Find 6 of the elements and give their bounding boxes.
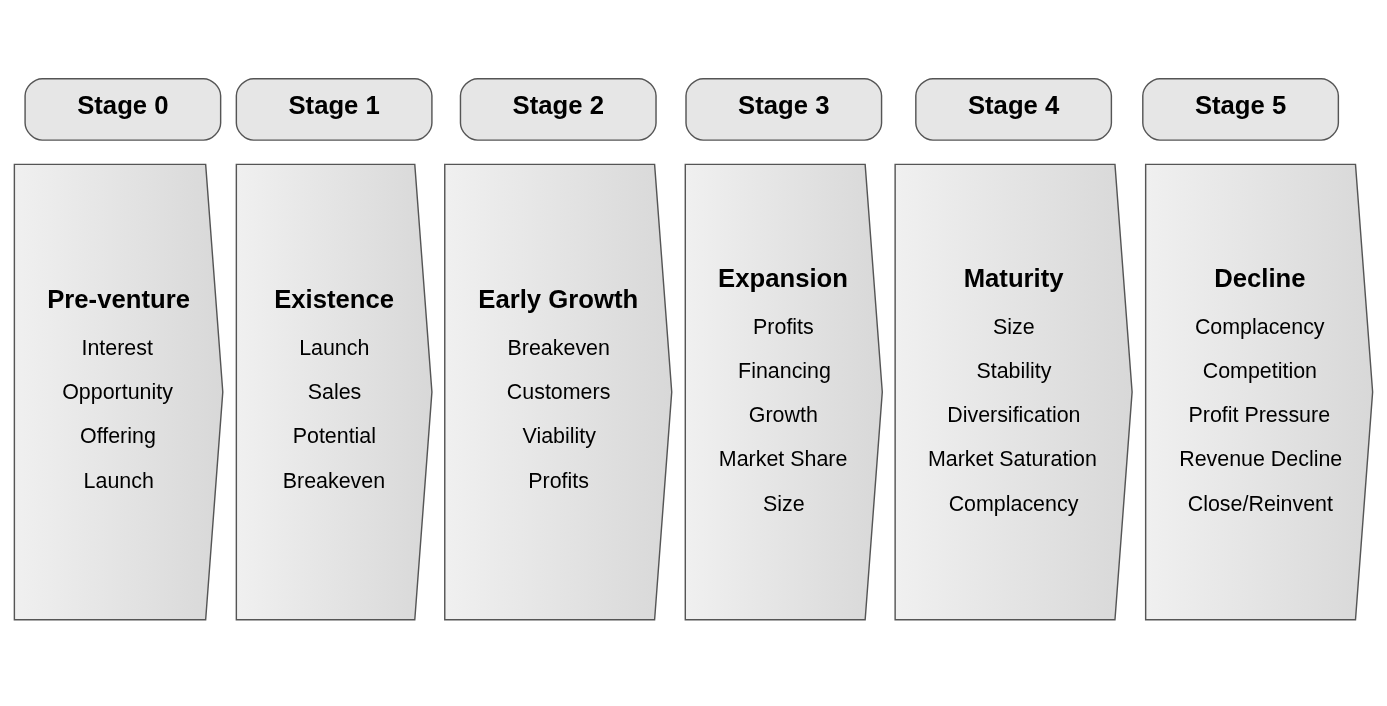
node-box: Stage 2 <box>459 77 657 141</box>
node-box: Stage 0 <box>24 77 222 141</box>
node-box: Stage 4 <box>915 77 1113 141</box>
node-box: Stage 3 <box>685 77 883 141</box>
node-box: Stage 5 <box>1142 77 1340 141</box>
node-box: Stage 1 <box>235 77 433 141</box>
